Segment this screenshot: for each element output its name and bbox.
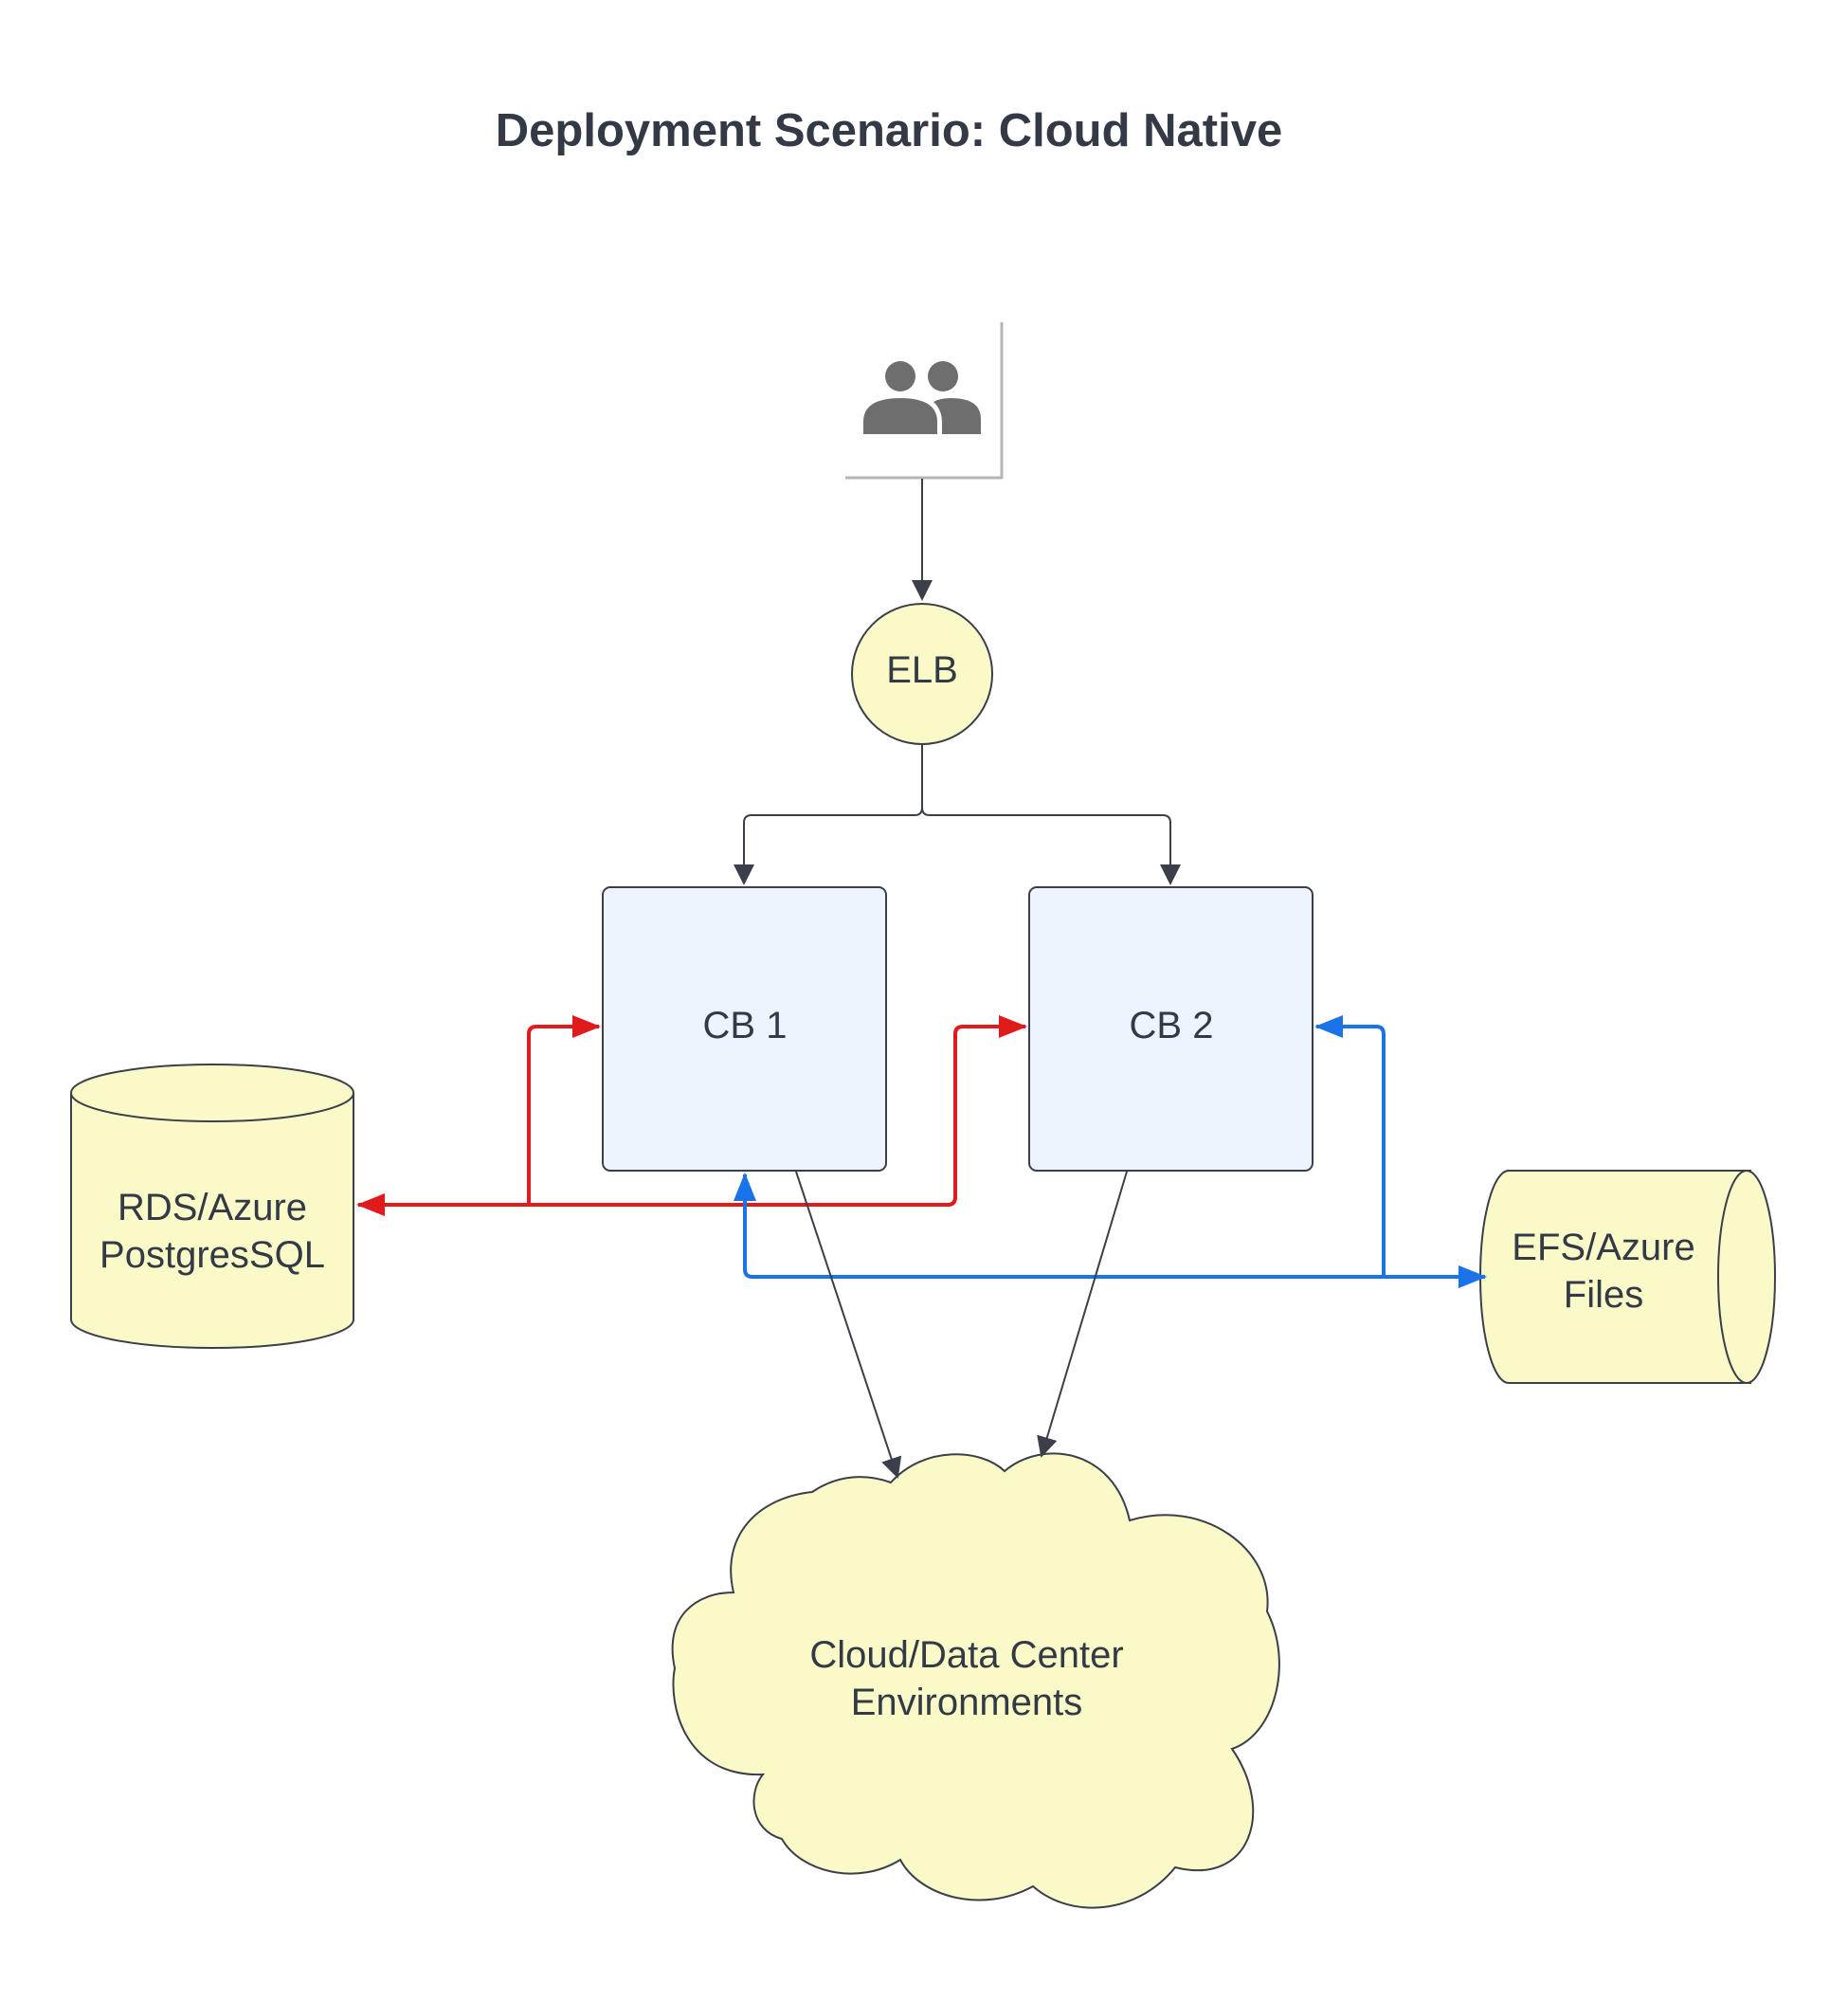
edge-efs-cb2 (1314, 1015, 1386, 1277)
users-card (845, 322, 1002, 479)
edge-rds-cb1 (527, 1015, 601, 1205)
rds-label-line1: RDS/Azure (118, 1187, 307, 1228)
cb2-label: CB 2 (1130, 1005, 1214, 1046)
edge-cb2-to-cloud (1037, 1171, 1128, 1458)
elb-node: ELB (851, 603, 993, 745)
efs-label-line1: EFS/Azure (1512, 1227, 1694, 1268)
cloud-shape (671, 1452, 1280, 1909)
rds-cylinder-top (70, 1064, 354, 1122)
cb1-box (602, 886, 887, 1172)
elb-label: ELB (886, 649, 958, 691)
efs-cylinder-end (1717, 1170, 1776, 1384)
rds-node: RDS/Azure PostgresSQL (70, 1064, 354, 1349)
users-icon (863, 361, 981, 434)
page-title: Deployment Scenario: Cloud Native (496, 105, 1282, 156)
edge-rds-cb2 (947, 1015, 1027, 1207)
efs-node: EFS/Azure Files (1479, 1170, 1776, 1384)
cloud-label-line1: Cloud/Data Center (809, 1634, 1123, 1676)
efs-label-line2: Files (1564, 1274, 1643, 1316)
edge-cb1-to-cloud (795, 1171, 902, 1479)
cloud-node: Cloud/Data Center Environments (671, 1452, 1280, 1909)
edge-elb-to-cb1 (734, 744, 923, 885)
rds-label-line2: PostgresSQL (100, 1234, 325, 1276)
rds-cylinder-body (70, 1093, 354, 1349)
edge-elb-to-cb2 (921, 807, 1181, 885)
cloud-label-line2: Environments (851, 1682, 1083, 1723)
cb1-node: CB 1 (602, 886, 887, 1172)
cb1-label: CB 1 (703, 1005, 788, 1046)
cb2-box (1028, 886, 1314, 1172)
edge-efs-cb1 (734, 1173, 1384, 1279)
cb2-node: CB 2 (1028, 886, 1314, 1172)
users-node (845, 322, 1004, 480)
